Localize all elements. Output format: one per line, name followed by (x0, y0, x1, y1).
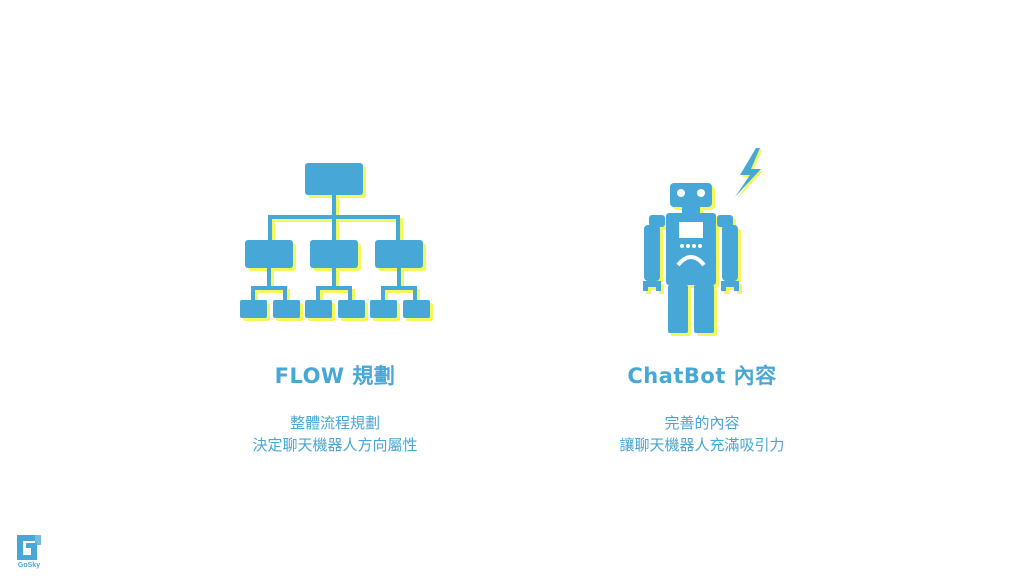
flowchart-icon (240, 163, 433, 321)
robot-icon-wrap (542, 145, 862, 340)
flow-planning-section: FLOW 規劃 整體流程規劃 決定聊天機器人方向屬性 (175, 145, 495, 456)
chatbot-description: 完善的內容 讓聊天機器人充滿吸引力 (542, 412, 862, 456)
flow-title: FLOW 規劃 (274, 364, 396, 388)
flow-desc-line-1: 整體流程規劃 (289, 414, 380, 432)
robot-icon (643, 148, 763, 336)
flow-desc-line-2: 決定聊天機器人方向屬性 (252, 436, 418, 454)
chatbot-desc-line-2: 讓聊天機器人充滿吸引力 (619, 436, 785, 454)
chatbot-content-section: ChatBot 內容 完善的內容 讓聊天機器人充滿吸引力 (542, 145, 862, 456)
flowchart-icon-wrap (175, 145, 495, 340)
chatbot-desc-line-1: 完善的內容 (664, 414, 740, 432)
flow-description: 整體流程規劃 決定聊天機器人方向屬性 (175, 412, 495, 456)
gosky-logo-icon (17, 535, 41, 560)
chatbot-title: ChatBot 內容 (627, 364, 777, 388)
logo-text: GoSky (17, 562, 41, 569)
gosky-logo: GoSky (12, 531, 46, 571)
